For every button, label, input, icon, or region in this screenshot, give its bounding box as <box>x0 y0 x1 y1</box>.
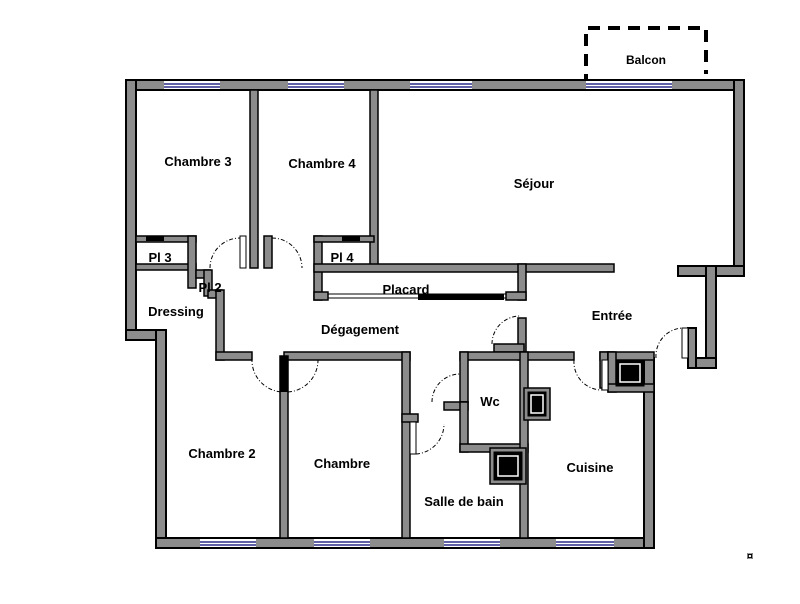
corner-mark-icon: ¤ <box>747 549 754 563</box>
wall-chambre-right <box>401 351 411 539</box>
door-leaf-chambres <box>280 356 288 392</box>
label-chambre4: Chambre 4 <box>288 156 356 171</box>
label-degagement: Dégagement <box>321 322 400 337</box>
outer-wall-left-upper <box>125 79 137 339</box>
label-chambre2: Chambre 2 <box>188 446 255 461</box>
label-dressing: Dressing <box>148 304 204 319</box>
balcony-outline <box>584 26 708 86</box>
wall-pl4-bottom <box>313 263 615 273</box>
label-balcon: Balcon <box>626 53 666 67</box>
door-placard-entree <box>491 315 521 345</box>
label-placard: Placard <box>383 282 430 297</box>
duct-sdb <box>493 451 523 481</box>
outer-wall-right-entree <box>705 265 717 367</box>
door-cuisine <box>573 359 609 391</box>
wall-ch3-bottom <box>135 235 197 243</box>
label-entree: Entrée <box>592 308 632 323</box>
door-chambre3 <box>209 235 247 269</box>
wall-ch3-ch4-right <box>263 235 273 269</box>
outer-wall-entree-jamb <box>687 327 697 369</box>
windows-top <box>164 81 672 89</box>
wall-wc-left <box>459 351 469 403</box>
label-cuisine: Cuisine <box>567 460 614 475</box>
wall-entree-jamb <box>493 343 525 353</box>
wall-degagement-bottom-left <box>215 351 253 361</box>
windows-bottom <box>200 539 614 547</box>
door-wc <box>431 373 461 403</box>
wall-degagement-left <box>215 289 225 361</box>
outer-wall-right-upper <box>733 79 745 277</box>
door-sdb <box>409 421 445 455</box>
wall-sdb-top <box>401 413 419 423</box>
label-pl2: Pl 2 <box>198 280 221 295</box>
duct-entree <box>615 359 645 387</box>
outer-wall-left-lower <box>155 329 167 549</box>
door-chambre4 <box>271 237 303 269</box>
door-chambre2-chambre <box>251 357 319 393</box>
closet-bar-pl4 <box>342 236 360 241</box>
placard-sliding-door <box>418 294 504 300</box>
wall-degagement-bottom <box>283 351 411 361</box>
label-chambre3: Chambre 3 <box>164 154 231 169</box>
wall-ch3-ch4 <box>249 89 259 269</box>
wall-pl3-right <box>187 235 197 289</box>
wall-placard-left <box>313 291 329 301</box>
label-wc: Wc <box>480 394 500 409</box>
label-salle-de-bain: Salle de bain <box>424 494 504 509</box>
closet-bar-pl3 <box>146 236 164 241</box>
duct-wc <box>527 391 547 417</box>
label-chambre: Chambre <box>314 456 370 471</box>
label-pl4: Pl 4 <box>330 250 354 265</box>
door-entree-main <box>655 327 689 359</box>
label-pl3: Pl 3 <box>148 250 171 265</box>
wall-placard-right <box>505 291 527 301</box>
wall-wc-right <box>519 351 529 539</box>
label-sejour: Séjour <box>514 176 554 191</box>
wall-entree-bottom <box>459 351 575 361</box>
